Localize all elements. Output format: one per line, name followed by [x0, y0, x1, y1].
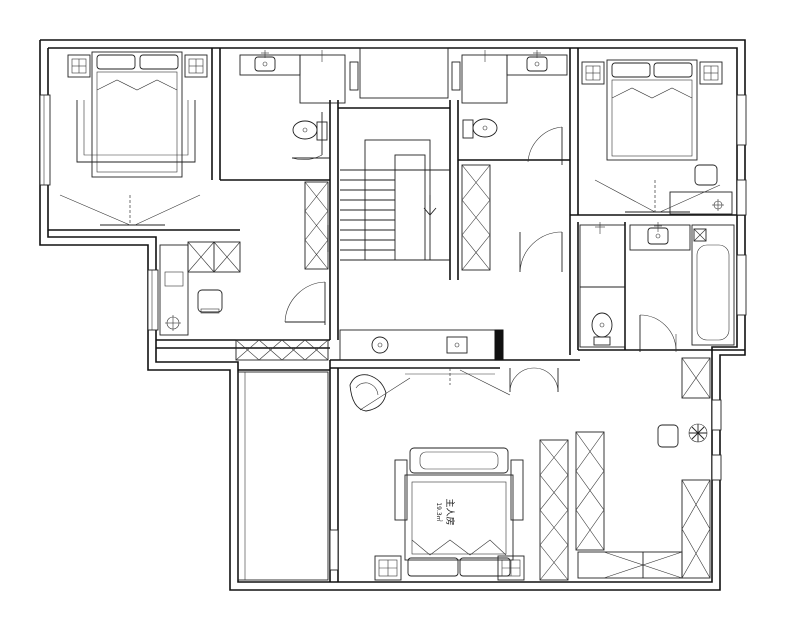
bedroom-northeast — [581, 59, 733, 215]
door-swing-icon — [519, 231, 563, 273]
double-bed-icon — [606, 59, 698, 161]
double-bed-icon — [91, 51, 183, 178]
chair-icon — [349, 374, 387, 412]
chair-icon — [197, 289, 223, 314]
double-bed-icon — [404, 474, 514, 577]
door-swing-icon — [509, 367, 535, 393]
chair-icon — [694, 164, 718, 186]
room-label-name: 主人房 — [444, 498, 456, 525]
desk — [159, 244, 189, 336]
wardrobe-icon — [575, 431, 605, 551]
door-swing-icon — [291, 154, 323, 160]
door-swing-icon — [284, 281, 326, 323]
door-swing-icon — [639, 314, 677, 351]
bathroom-west — [239, 50, 359, 160]
bedroom-northwest — [59, 51, 208, 226]
hall-counter — [339, 329, 504, 361]
wardrobe-icon — [539, 439, 569, 581]
potted-plant-icon — [688, 423, 708, 443]
chair-icon — [657, 424, 679, 448]
door-swing-icon — [527, 126, 563, 163]
vanity-counter — [239, 54, 301, 76]
study-room — [159, 241, 329, 361]
bathroom-east — [579, 222, 735, 352]
toilet-icon — [462, 118, 498, 139]
stairs-icon — [340, 139, 450, 261]
room-label-area: 19.3㎡ — [435, 502, 443, 521]
bathtub-icon — [691, 224, 735, 346]
wash-basin-icon — [526, 56, 548, 72]
wardrobe-icon — [304, 181, 329, 270]
exterior-walls — [39, 39, 746, 591]
balcony — [237, 371, 329, 581]
wash-basin-icon — [371, 336, 389, 354]
room-label: 主人房 19.3㎡ — [435, 498, 456, 525]
nightstand — [184, 54, 208, 78]
windows — [39, 94, 747, 571]
toilet-icon — [591, 312, 613, 346]
wardrobe-icon — [461, 164, 563, 273]
wash-basin-icon — [254, 56, 276, 72]
master-bedroom — [349, 357, 711, 581]
nightstand — [67, 54, 91, 78]
wardrobe-icon — [681, 357, 711, 579]
bathroom-northeast — [451, 50, 568, 165]
